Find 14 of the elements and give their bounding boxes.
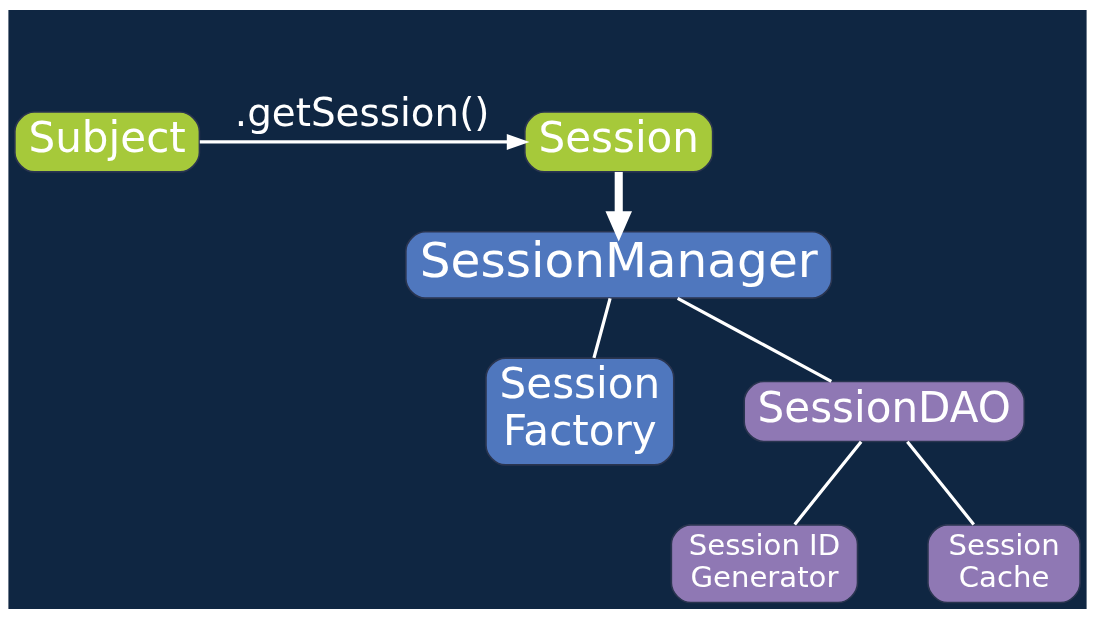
edge-label: .getSession()	[234, 89, 490, 135]
node-box: Subject	[14, 110, 201, 173]
connector	[793, 440, 863, 525]
node-box: Session Factory	[485, 356, 675, 466]
connector	[592, 297, 612, 358]
arrow	[199, 133, 530, 150]
connector	[676, 296, 833, 383]
connector	[906, 440, 975, 525]
arrow	[605, 171, 632, 241]
node-box: Session Cache	[927, 523, 1081, 603]
node-box: SessionManager	[405, 230, 833, 299]
node-box: Session	[524, 110, 714, 173]
node-box: Session ID Generator	[670, 523, 859, 603]
node-box: SessionDAO	[743, 380, 1026, 442]
